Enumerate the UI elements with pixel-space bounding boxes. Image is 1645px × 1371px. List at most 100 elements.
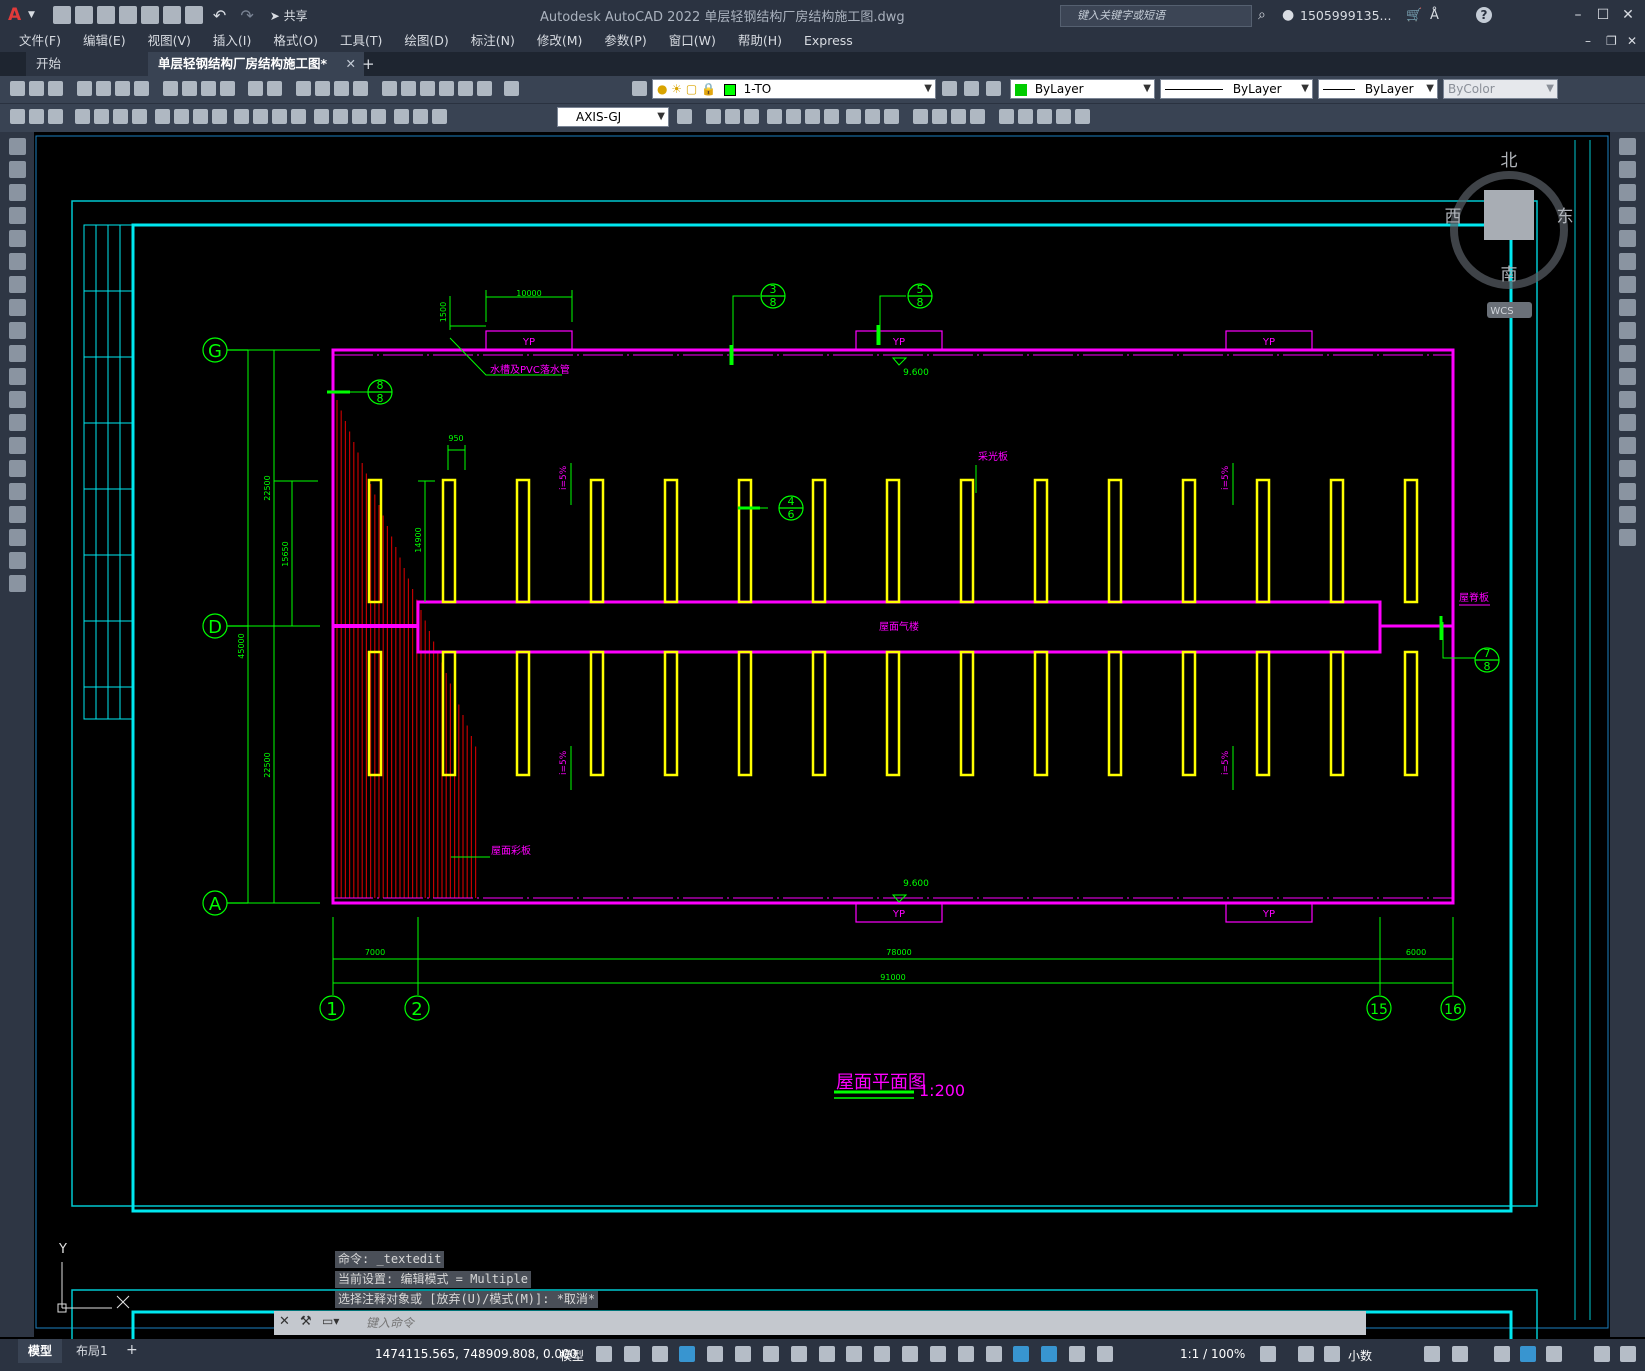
compass-north[interactable]: 北 <box>1501 151 1518 171</box>
clean-screen-icon[interactable] <box>1546 1346 1562 1362</box>
ortho-icon[interactable] <box>679 1346 696 1362</box>
polygon-icon[interactable] <box>8 207 26 224</box>
slice-icon[interactable] <box>951 109 967 124</box>
hardware-acceleration-icon[interactable] <box>1520 1346 1536 1362</box>
radius-dim-icon[interactable] <box>154 109 170 124</box>
linetype-dropdown[interactable]: ByLayer ▼ <box>1160 79 1313 99</box>
fillet-icon[interactable] <box>1619 483 1636 500</box>
arc-length-dim-icon[interactable] <box>112 109 128 124</box>
tolerance-icon[interactable] <box>314 109 330 124</box>
layer-match-icon[interactable] <box>986 81 1001 96</box>
markup-icon[interactable] <box>458 81 474 96</box>
menu-format[interactable]: 格式(O) <box>273 33 318 48</box>
customization-icon[interactable] <box>1594 1346 1610 1362</box>
object-snap-tracking-icon[interactable] <box>790 1346 807 1362</box>
region-icon[interactable] <box>8 506 26 523</box>
save-web-icon[interactable] <box>162 6 181 24</box>
properties-icon[interactable] <box>382 81 398 96</box>
match-properties-icon[interactable] <box>219 81 235 96</box>
3d-osnap-icon[interactable] <box>929 1346 946 1362</box>
circle-icon[interactable] <box>8 276 26 293</box>
section-icon[interactable] <box>970 109 986 124</box>
units-value[interactable]: 小数 <box>1348 1349 1373 1363</box>
tab-close-icon[interactable]: ✕ <box>345 56 356 71</box>
copy-object-icon[interactable] <box>1619 161 1636 178</box>
scale-icon[interactable] <box>1619 299 1636 316</box>
dim-update-icon[interactable] <box>432 109 448 124</box>
wcs-button[interactable] <box>1487 302 1532 318</box>
auto-scale-icon[interactable] <box>1069 1346 1086 1362</box>
help-icon[interactable] <box>503 81 519 96</box>
autocad-logo-icon[interactable]: A <box>8 5 22 25</box>
layer-properties-icon[interactable] <box>632 81 647 96</box>
calculator-icon[interactable] <box>477 81 493 96</box>
save-icon[interactable] <box>48 81 63 96</box>
continue-dim-icon[interactable] <box>272 109 288 124</box>
line-icon[interactable] <box>8 138 26 155</box>
spline-icon[interactable] <box>8 322 26 339</box>
save-as-icon[interactable] <box>118 6 137 24</box>
new-tab-icon[interactable]: + <box>362 55 375 73</box>
compass-east[interactable]: 东 <box>1557 207 1574 227</box>
dim-space-icon[interactable] <box>291 109 307 124</box>
snap-icon[interactable] <box>623 1346 640 1362</box>
isolate-objects-icon[interactable] <box>1494 1346 1510 1362</box>
hatch-icon[interactable] <box>8 460 26 477</box>
polar-icon[interactable] <box>735 1346 752 1362</box>
save-icon[interactable] <box>96 6 115 24</box>
viewcube[interactable]: 北 南 东 西 WCS <box>1445 151 1574 318</box>
jogged-linear-icon[interactable] <box>371 109 387 124</box>
center-mark-icon[interactable] <box>333 109 349 124</box>
construction-line-icon[interactable] <box>8 161 26 178</box>
command-prompt-icon[interactable]: ▭▾ <box>322 1314 340 1328</box>
subtract-icon[interactable] <box>865 109 881 124</box>
quick-access-dropdown-icon[interactable]: ▼ <box>28 10 35 20</box>
new-icon[interactable] <box>10 81 25 96</box>
tab-start[interactable]: 开始 <box>26 52 166 76</box>
break-icon[interactable] <box>1619 414 1636 431</box>
menu-parametric[interactable]: 参数(P) <box>604 33 647 48</box>
publish-icon[interactable] <box>114 81 130 96</box>
compass-west[interactable]: 西 <box>1445 207 1462 227</box>
imprint-icon[interactable] <box>1056 109 1072 124</box>
mtext-icon[interactable] <box>8 552 26 569</box>
color-dropdown[interactable]: ByLayer ▼ <box>1010 79 1155 99</box>
annotation-visibility-icon[interactable] <box>1041 1346 1058 1362</box>
menu-view[interactable]: 视图(V) <box>147 33 191 48</box>
offset-icon[interactable] <box>1619 207 1636 224</box>
separate-icon[interactable] <box>1037 109 1053 124</box>
model-space-toggle[interactable]: 模型 <box>560 1349 585 1363</box>
blend-icon[interactable] <box>1619 506 1636 523</box>
cut-icon[interactable] <box>162 81 178 96</box>
pan-icon[interactable] <box>296 81 312 96</box>
maximize-icon[interactable]: ☐ <box>1596 7 1610 23</box>
menu-icon[interactable] <box>1620 1346 1636 1362</box>
zoom-window-icon[interactable] <box>334 81 350 96</box>
annotation-scale[interactable]: 1:1 / 100% <box>1180 1347 1246 1361</box>
menu-dimension[interactable]: 标注(N) <box>470 33 515 48</box>
dim-edit-icon[interactable] <box>394 109 410 124</box>
cart-icon[interactable]: 🛒 <box>1406 7 1423 23</box>
join-icon[interactable] <box>1619 437 1636 454</box>
copy-icon[interactable] <box>181 81 197 96</box>
lineweight-dropdown[interactable]: ByLayer ▼ <box>1318 79 1438 99</box>
selection-filter-icon[interactable] <box>985 1346 1002 1362</box>
move-3d-icon[interactable] <box>766 109 782 124</box>
baseline-dim-icon[interactable] <box>253 109 269 124</box>
add-selected-icon[interactable] <box>8 575 26 592</box>
mirror-3d-icon[interactable] <box>823 109 839 124</box>
paste-icon[interactable] <box>200 81 216 96</box>
annotation-scale-icon[interactable] <box>1096 1346 1113 1362</box>
tab-layout1[interactable]: 布局1 <box>72 1339 112 1363</box>
dim-text-edit-icon[interactable] <box>413 109 429 124</box>
viewcube-face[interactable] <box>1484 190 1534 240</box>
gradient-icon[interactable] <box>8 483 26 500</box>
table-icon[interactable] <box>8 529 26 546</box>
gizmo-icon[interactable] <box>1013 1346 1030 1362</box>
lock-ui-icon[interactable] <box>1452 1346 1468 1362</box>
3d-dwf-icon[interactable] <box>133 81 149 96</box>
menu-file[interactable]: 文件(F) <box>19 33 61 48</box>
plot-icon[interactable] <box>184 6 203 24</box>
drawing-canvas[interactable]: 屋面气楼 YP YP YP YP YP <box>34 132 1610 1339</box>
undo-icon[interactable] <box>248 81 264 96</box>
